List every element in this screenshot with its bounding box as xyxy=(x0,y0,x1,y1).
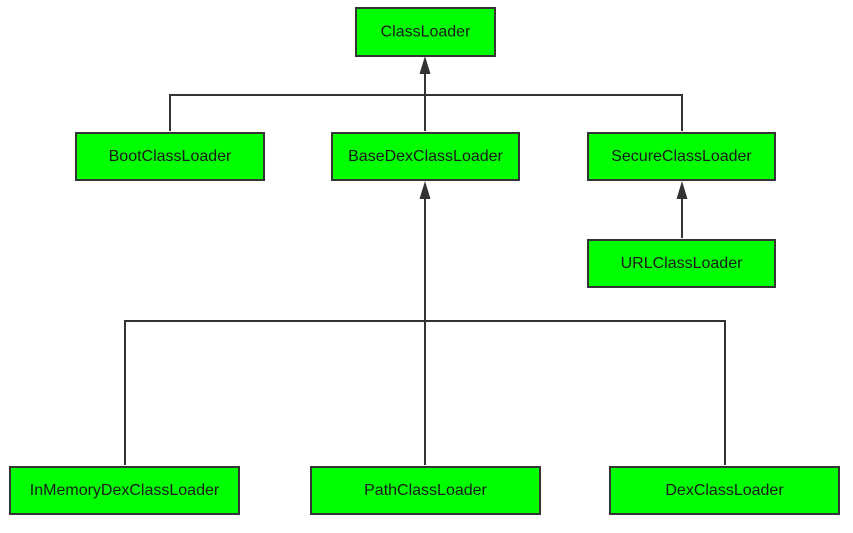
arrowhead-secureclassloader xyxy=(676,181,688,199)
arrowhead-basedexclassloader xyxy=(419,181,431,199)
node-box xyxy=(331,132,520,181)
node-box xyxy=(310,466,541,515)
node-box xyxy=(609,466,840,515)
edges-classloader-children xyxy=(169,56,683,131)
node-label: SecureClassLoader xyxy=(611,148,752,165)
node-label: PathClassLoader xyxy=(364,482,487,499)
node-box xyxy=(75,132,265,181)
arrowhead-classloader xyxy=(419,56,431,74)
node-bootclassloader: BootClassLoader xyxy=(75,132,265,181)
node-box xyxy=(587,132,776,181)
node-basedexclassloader: BaseDexClassLoader xyxy=(331,132,520,181)
node-label: ClassLoader xyxy=(381,24,472,41)
node-label: DexClassLoader xyxy=(665,482,784,499)
node-pathclassloader: PathClassLoader xyxy=(310,466,541,515)
node-box xyxy=(355,7,496,57)
node-secureclassloader: SecureClassLoader xyxy=(587,132,776,181)
node-label: InMemoryDexClassLoader xyxy=(30,482,220,499)
node-box xyxy=(587,239,776,288)
node-dexclassloader: DexClassLoader xyxy=(609,466,840,515)
node-label: BaseDexClassLoader xyxy=(348,148,503,165)
node-inmemorydexclassloader: InMemoryDexClassLoader xyxy=(9,466,240,515)
node-label: URLClassLoader xyxy=(621,255,744,272)
node-label: BootClassLoader xyxy=(109,148,232,165)
edges-basedexclassloader-children xyxy=(124,181,726,465)
node-box xyxy=(9,466,240,515)
node-urlclassloader: URLClassLoader xyxy=(587,239,776,288)
node-classloader: ClassLoader xyxy=(355,7,496,57)
edges-secureclassloader-children xyxy=(676,181,688,238)
